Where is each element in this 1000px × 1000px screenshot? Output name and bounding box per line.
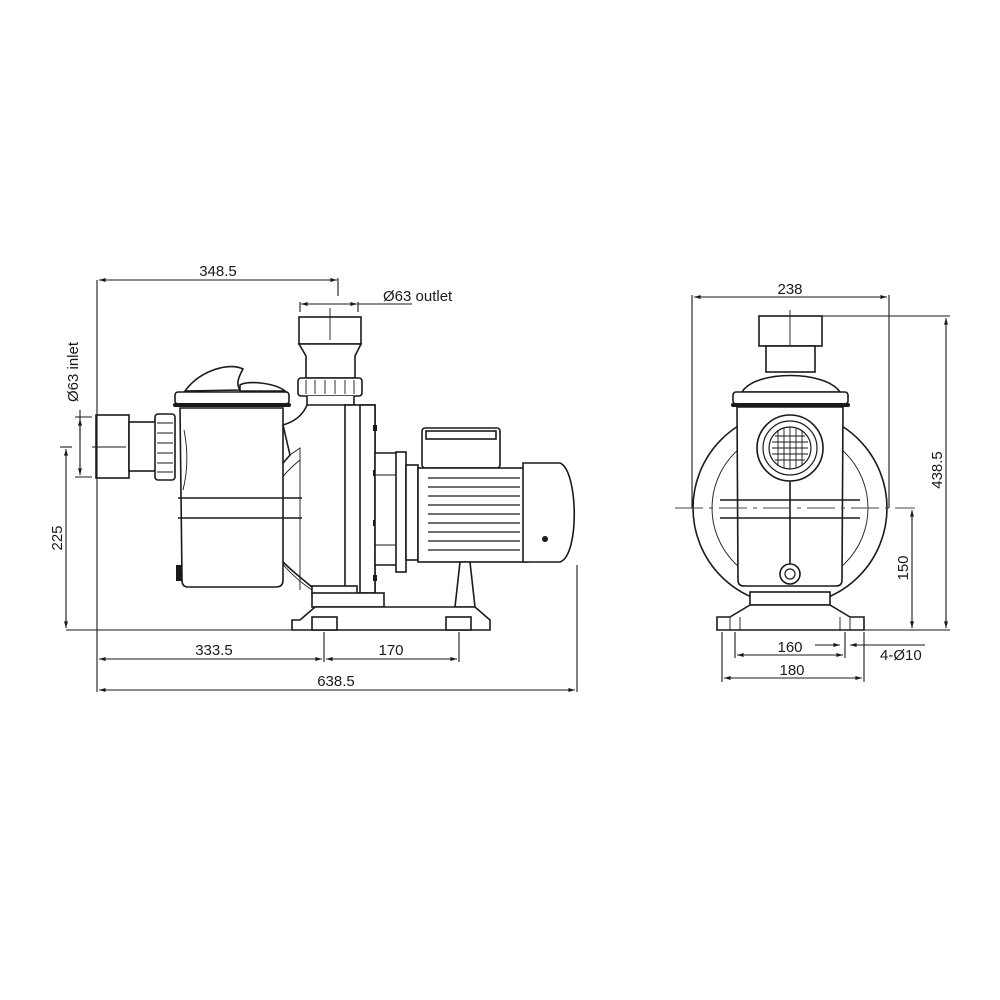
dim-348-5: 348.5 — [199, 263, 237, 280]
inlet-grille — [756, 414, 824, 482]
front-dimensions — [691, 295, 950, 682]
dim-638-5: 638.5 — [317, 673, 355, 690]
dim-180: 180 — [779, 662, 804, 679]
dim-outlet: Ø63 outlet — [383, 288, 453, 305]
front-view: 238 438.5 150 160 4-Ø10 180 — [675, 281, 950, 682]
dim-170: 170 — [378, 642, 403, 659]
dim-438-5: 438.5 — [929, 451, 946, 489]
dim-holes: 4-Ø10 — [880, 647, 922, 664]
side-dimensions — [60, 278, 578, 692]
motor — [417, 427, 576, 608]
dim-160: 160 — [777, 639, 802, 656]
dim-333-5: 333.5 — [195, 642, 233, 659]
dim-150: 150 — [895, 555, 912, 580]
side-view: 348.5 Ø63 outlet Ø63 inlet 225 333.5 170… — [49, 263, 578, 692]
strainer-basket — [173, 365, 302, 588]
inlet-pipe — [92, 413, 176, 481]
dim-238: 238 — [777, 281, 802, 298]
base-plate — [291, 592, 491, 631]
dim-inlet: Ø63 inlet — [65, 341, 82, 402]
outlet-pipe — [297, 308, 363, 413]
dim-225: 225 — [49, 525, 66, 550]
motor-adapter — [374, 451, 419, 573]
